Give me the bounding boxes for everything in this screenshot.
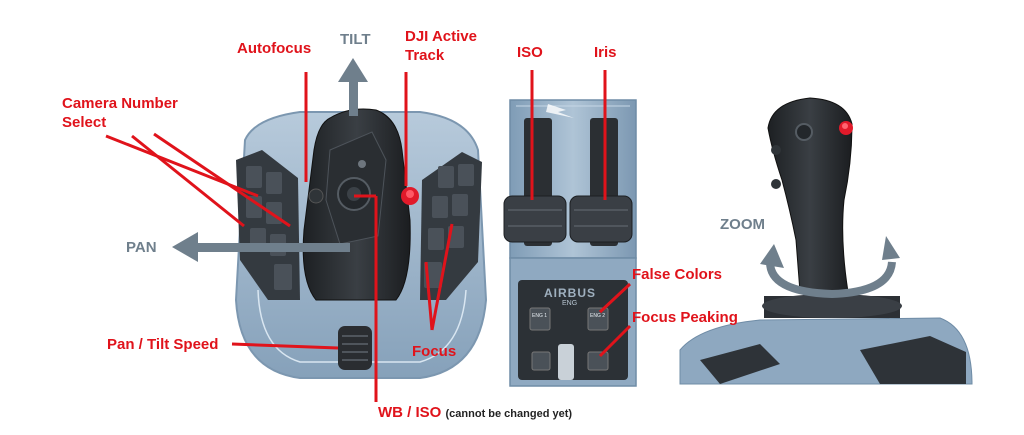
pan-tilt-leader — [231, 342, 339, 350]
wb-iso-text: WB / ISO — [378, 404, 442, 421]
camera-select-label: Select — [62, 114, 107, 131]
zoom-rotate-icon — [760, 236, 900, 299]
joystick-3d-red-button[interactable] — [839, 121, 853, 135]
eng1-button[interactable] — [529, 307, 551, 331]
panel-brand: AIRBUS — [544, 286, 597, 300]
pan-tilt-speed-label: Pan / Tilt Speed — [107, 336, 219, 353]
iris-label: Iris — [594, 44, 617, 61]
pan-tilt-speed-wheel[interactable] — [338, 326, 372, 370]
joystick-3d-grip[interactable] — [767, 97, 853, 293]
pan-arrow-icon — [172, 232, 350, 262]
focus-buttons[interactable] — [420, 152, 482, 300]
eng2-button[interactable] — [587, 307, 609, 331]
autofocus-label: Autofocus — [237, 40, 312, 57]
joystick-3d — [679, 97, 973, 385]
focus-leader-1 — [424, 261, 434, 331]
false-colors-leader — [598, 282, 632, 314]
dji-track-label: Track — [405, 47, 445, 64]
mode-switch[interactable] — [531, 344, 574, 380]
leader-lines — [105, 70, 632, 402]
camera-leader-2 — [131, 134, 245, 228]
panel-eng1: ENG 1 — [532, 313, 548, 319]
camera-leader-3 — [153, 132, 291, 228]
dji-active-track-button[interactable] — [401, 187, 419, 205]
wb-iso-label: WB / ISO (cannot be changed yet) — [378, 404, 572, 423]
wb-iso-note: (cannot be changed yet) — [445, 408, 573, 420]
pan-label: PAN — [126, 239, 157, 256]
focus-peaking-button[interactable] — [587, 351, 609, 371]
camera-leader-1 — [105, 134, 259, 198]
false-colors-label: False Colors — [632, 266, 723, 283]
joystick-grip[interactable] — [302, 108, 411, 301]
iso-label: ISO — [517, 44, 543, 61]
focus-leader-2 — [430, 223, 454, 331]
tilt-label: TILT — [340, 31, 371, 48]
focus-peaking-leader — [598, 324, 632, 358]
zoom-label: ZOOM — [720, 216, 765, 233]
focus-label: Focus — [412, 343, 457, 360]
panel-eng2: ENG 2 — [590, 313, 606, 319]
dji-active-label: DJI Active — [405, 28, 477, 45]
focus-peaking-label: Focus Peaking — [632, 309, 738, 326]
tilt-arrow-icon — [338, 58, 368, 116]
panel-eng: ENG — [562, 300, 578, 307]
camera-number-label: Camera Number — [62, 95, 178, 112]
